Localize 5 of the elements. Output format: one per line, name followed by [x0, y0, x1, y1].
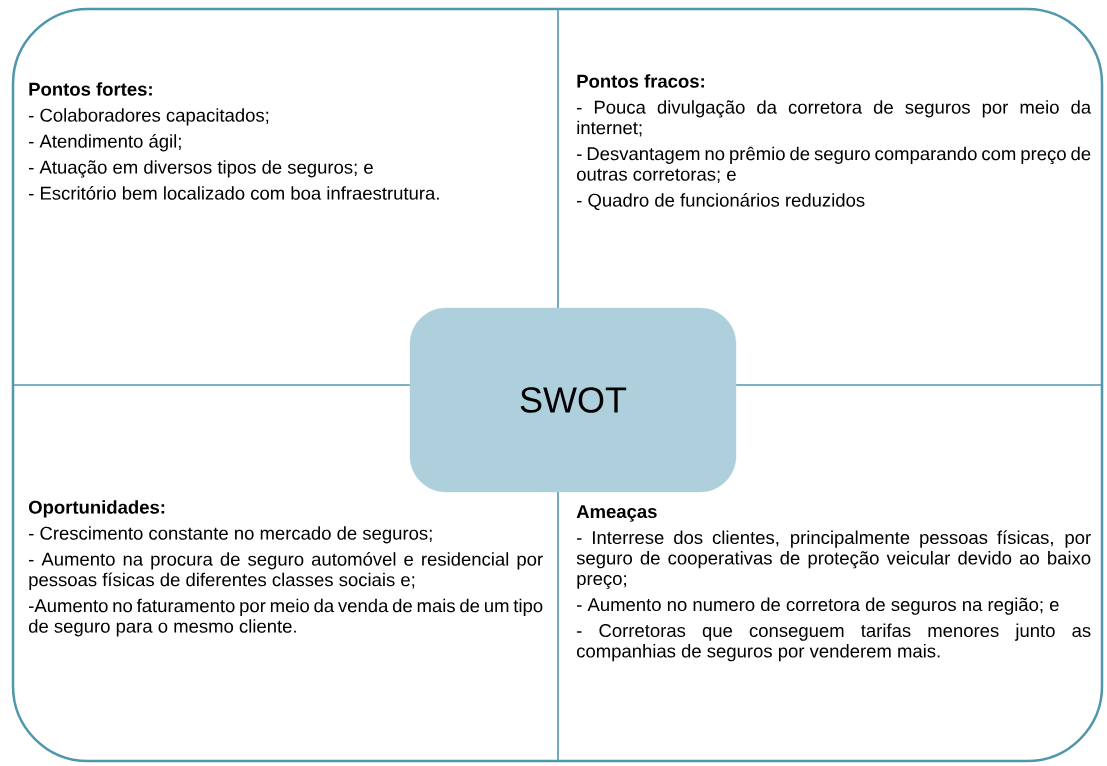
- quadrant-text: Ameaças - Interrese dos clientes, principalmente pessoas físicas, por seguro de cooperativas de proteção veicular devido ao baixo preço; - Aumento no numero de corretora de seguros na região; e - Corretoras que conseguem tarifas menores junto as companhias de seguros por venderem mais.: [576, 505, 1091, 662]
- quadrant-text: Pontos fortes: - Colaboradores capacitados; - Atendimento ágil; - Atuação em diversos tipos de seguros; e - Escritório bem localizado com boa infraestrutura.: [29, 82, 439, 200]
- swot-box: SWOT: [409, 307, 737, 493]
- quadrant-text: Oportunidades: - Crescimento constante no mercado de seguros; - Aumento na procura de seguro automóvel e residencial por pessoas físicas de diferentes classes sociais e; -Aumento no faturamento por meio da venda de mais de um tipo de seguro para o mesmo cliente.: [28, 500, 543, 637]
- quadrant-text: Pontos fracos: - Pouca divulgação da corretora de seguros por meio da internet; - Desvantagem no prêmio de seguro comparando com preço de outras corretoras; e - Quadro de funcionários reduzidos: [577, 74, 1092, 211]
